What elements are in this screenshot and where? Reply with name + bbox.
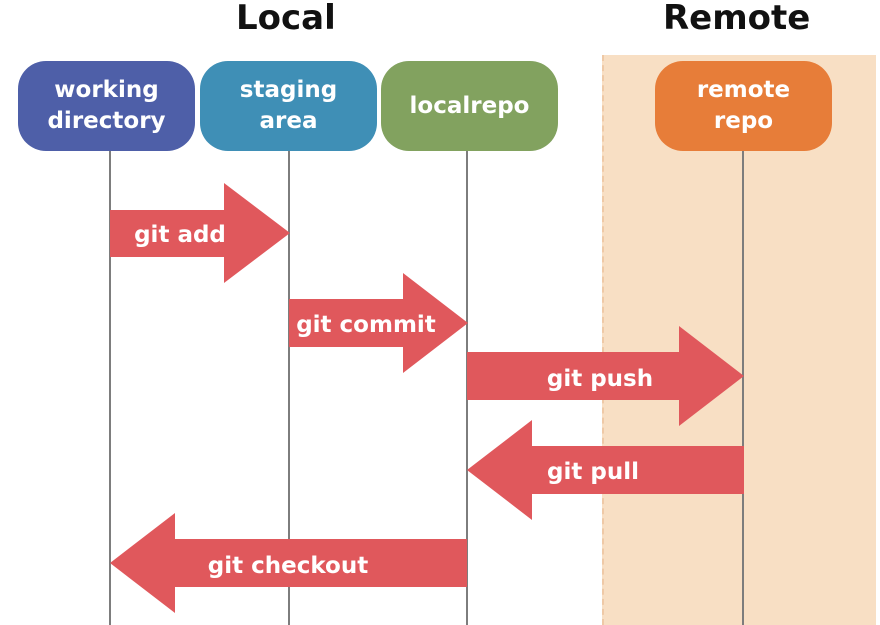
git-push-arrow-shape: [467, 326, 744, 426]
git-add-label: git add: [134, 222, 226, 248]
git-push-label: git push: [547, 366, 653, 392]
git-pull-label: git pull: [547, 459, 639, 485]
git-commit-arrow: git commit: [289, 273, 468, 373]
local-section-title: Local: [236, 0, 336, 38]
git-add-arrow-shape: [110, 183, 290, 283]
working-directory-node: working directory: [18, 61, 195, 151]
git-commit-label: git commit: [296, 312, 436, 338]
git-checkout-label: git checkout: [208, 553, 368, 579]
localrepo-node: localrepo: [381, 61, 558, 151]
working-directory-lifeline: [109, 148, 111, 625]
git-checkout-arrow-shape: [110, 513, 467, 613]
staging-area-node: staging area: [200, 61, 377, 151]
remote-repo-node: remote repo: [655, 61, 832, 151]
staging-area-lifeline: [288, 148, 290, 625]
git-pull-arrow-shape: [467, 420, 744, 520]
git-pull-arrow: git pull: [467, 420, 744, 520]
git-push-arrow: git push: [467, 326, 744, 426]
remote-repo-lifeline: [742, 148, 744, 625]
git-checkout-arrow: git checkout: [110, 513, 467, 613]
git-commit-arrow-shape: [289, 273, 468, 373]
remote-section-title: Remote: [663, 0, 811, 38]
git-add-arrow: git add: [110, 183, 290, 283]
